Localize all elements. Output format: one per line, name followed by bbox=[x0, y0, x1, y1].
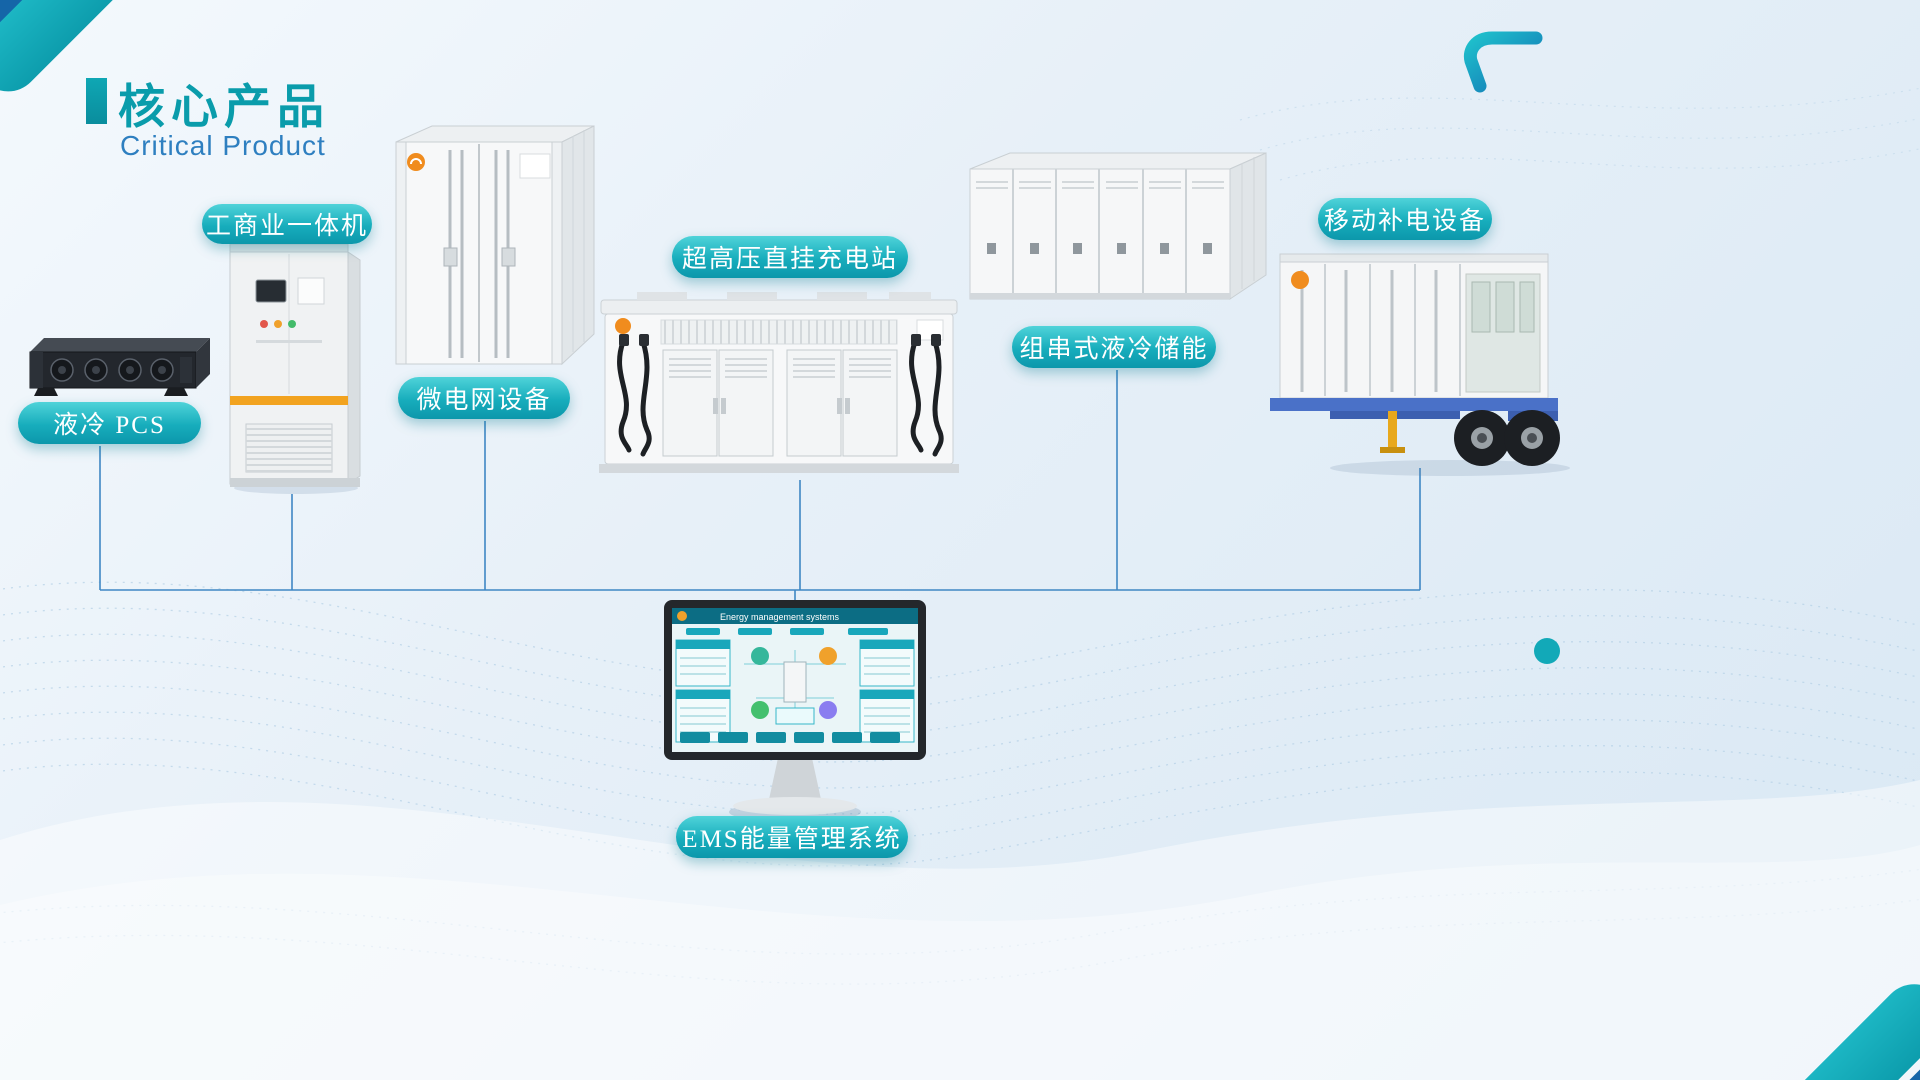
ems-screen-title: Energy management systems bbox=[720, 612, 840, 622]
label-charging-station: 超高压直挂充电站 bbox=[672, 236, 908, 278]
brand-logo bbox=[1463, 31, 1543, 93]
teal-dot-decoration bbox=[1534, 638, 1560, 664]
label-microgrid-equipment: 微电网设备 bbox=[398, 377, 570, 419]
charging-station-image bbox=[599, 292, 959, 473]
label-mobile-charging: 移动补电设备 bbox=[1318, 198, 1492, 240]
ems-monitor-image: Energy management systems bbox=[664, 600, 926, 822]
label-all-in-one-machine: 工商业一体机 bbox=[202, 204, 372, 244]
microgrid-container-image bbox=[395, 125, 595, 366]
mobile-charging-trailer-image bbox=[1270, 253, 1570, 476]
liquid-cooling-pcs-image bbox=[29, 338, 210, 396]
label-string-storage: 组串式液冷储能 bbox=[1012, 326, 1216, 368]
label-liquid-cooling-pcs: 液冷 PCS bbox=[18, 402, 201, 444]
title-accent-bar bbox=[86, 78, 107, 124]
all-in-one-cabinet-image bbox=[229, 243, 361, 494]
string-storage-container-image bbox=[969, 152, 1267, 300]
page-subtitle: Critical Product bbox=[120, 130, 326, 161]
page-title: 核心产品 bbox=[118, 80, 330, 133]
label-ems-system: EMS能量管理系统 bbox=[676, 816, 908, 858]
